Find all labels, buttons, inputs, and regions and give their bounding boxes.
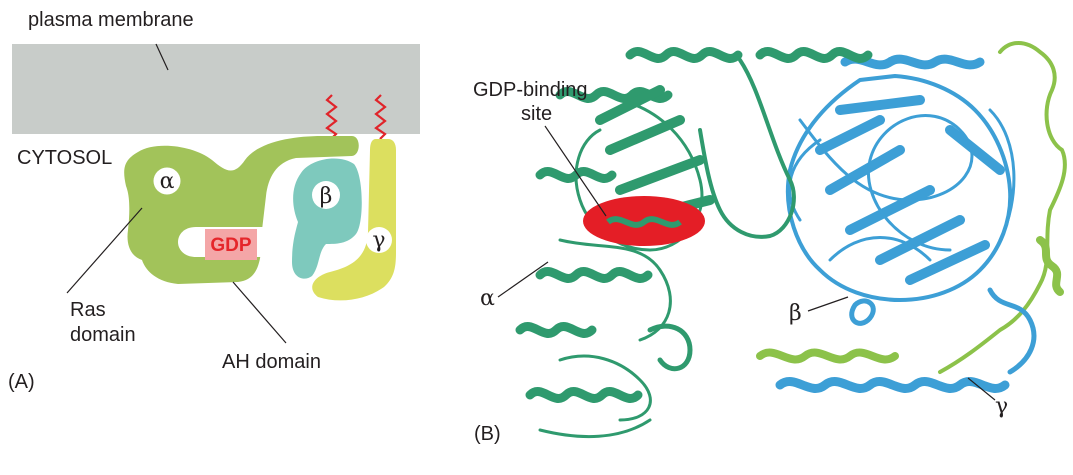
alpha-lipid-anchor — [325, 94, 338, 140]
beta-badge-label: β — [320, 184, 333, 209]
gamma-ribbon-label: γ — [995, 394, 1008, 419]
ras-domain-leader-line — [66, 207, 143, 294]
ras-domain-label-line2: domain — [70, 324, 136, 346]
gdp-label: GDP — [210, 235, 252, 256]
ah-domain-leader-line — [232, 281, 287, 344]
gdp-site-label-line2: site — [521, 103, 552, 125]
gamma-ribbon — [756, 41, 1067, 374]
membrane-leader-line — [155, 43, 169, 71]
panel-b-label: (B) — [474, 423, 501, 445]
beta-subunit-shape — [292, 158, 362, 279]
gamma-badge-label: γ — [372, 228, 385, 253]
gamma-lipid-anchor — [374, 94, 387, 140]
gamma-subunit-shape — [312, 139, 396, 301]
ras-domain-label-line1: Ras — [70, 299, 106, 321]
membrane-label: plasma membrane — [28, 9, 194, 31]
panel-a-label: (A) — [8, 371, 35, 393]
panel-a: plasma membrane CYTOSOL α GDP β γ Ras do… — [8, 9, 420, 393]
beta-ribbon-label: β — [789, 301, 802, 326]
beta-ribbon — [775, 54, 1037, 393]
alpha-ribbon-label: α — [480, 286, 495, 311]
beta-ribbon-leader-line — [807, 296, 849, 312]
gdp-box — [205, 229, 257, 260]
alpha-badge-label: α — [160, 169, 175, 194]
alpha-badge — [153, 167, 181, 195]
gdp-site-label-line1: GDP-binding — [473, 79, 588, 101]
cytosol-label: CYTOSOL — [17, 147, 112, 169]
gdp-site-overlying-strand — [606, 216, 682, 228]
gdp-site-leader-line — [544, 125, 607, 217]
panel-b: GDP-binding site α β γ (B) — [473, 41, 1067, 445]
alpha-ribbon — [515, 47, 873, 438]
plasma-membrane — [12, 44, 420, 134]
ah-domain-label: AH domain — [222, 351, 321, 373]
gamma-badge — [366, 227, 392, 253]
alpha-ribbon-leader-line — [497, 261, 549, 298]
gamma-ribbon-leader-line — [967, 377, 996, 401]
beta-badge — [312, 181, 340, 209]
